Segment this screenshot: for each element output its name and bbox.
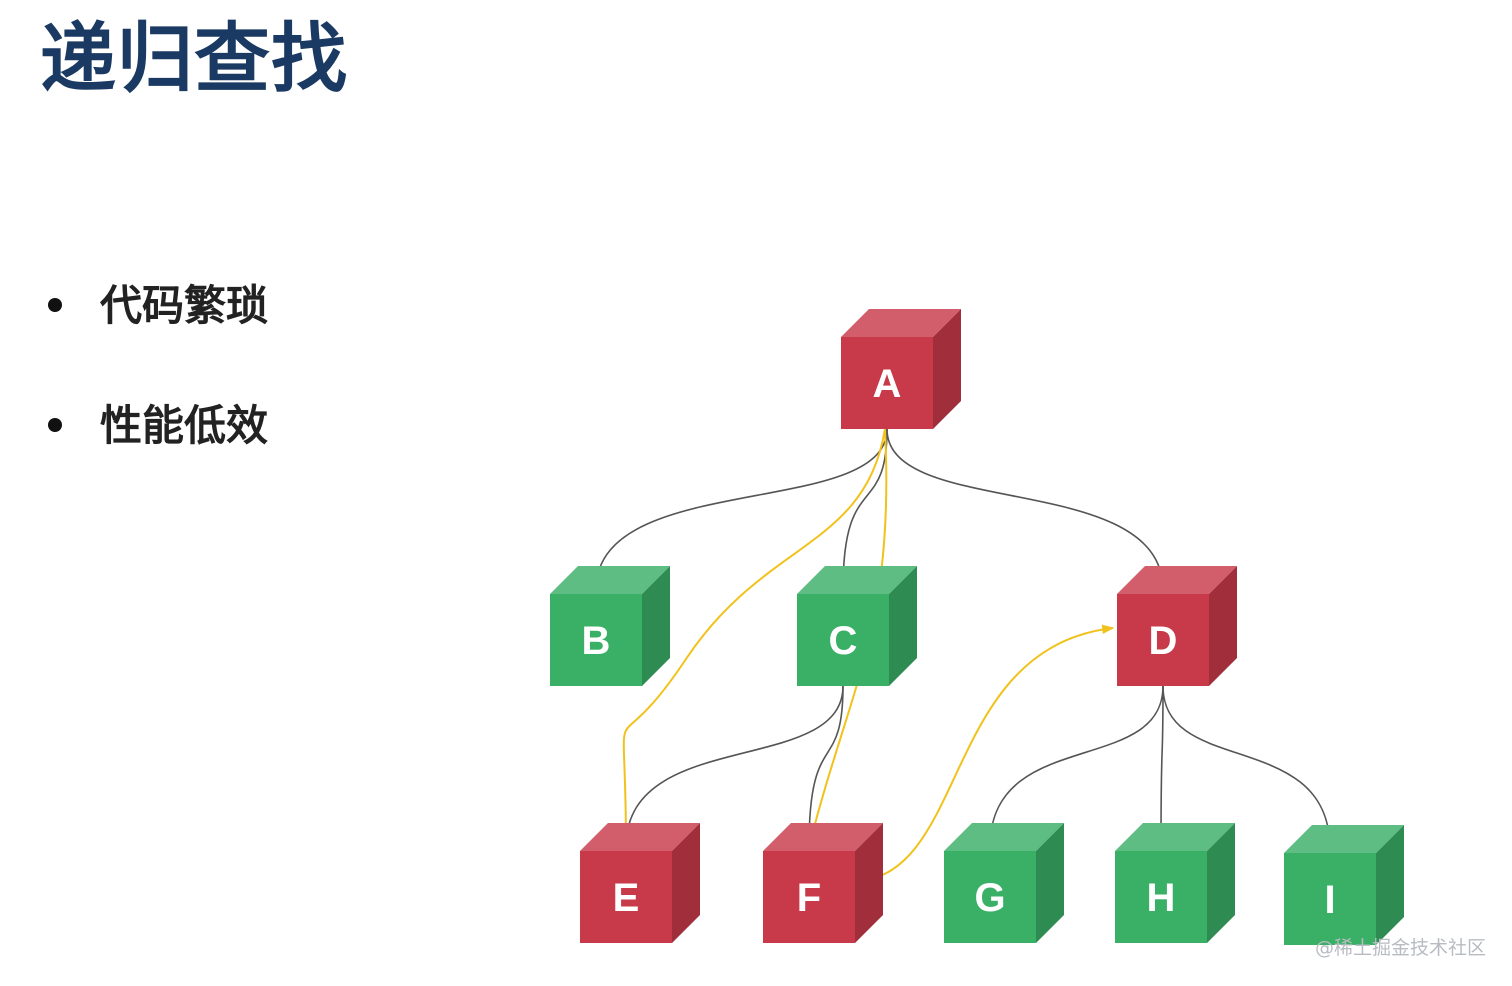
cube-side-face xyxy=(672,823,700,943)
tree-edge-a-b xyxy=(592,428,888,591)
cube-front-face xyxy=(580,851,672,943)
cube-side-face xyxy=(1036,823,1064,943)
tree-edge-c-e xyxy=(622,685,844,848)
tree-edge-d-i xyxy=(1162,685,1334,850)
tree-edge-a-c xyxy=(839,428,888,591)
cube-top-face xyxy=(580,823,700,851)
bullet-text: 性能低效 xyxy=(100,401,269,450)
cube-front-face xyxy=(550,594,642,686)
tree-edges xyxy=(592,428,1334,850)
bullet-list: 代码繁琐 性能低效 xyxy=(44,276,268,516)
cube-front-face xyxy=(1284,853,1376,945)
node-label: A xyxy=(873,362,902,406)
cube-top-face xyxy=(1284,825,1404,853)
bullet-dot-icon xyxy=(48,298,62,312)
cube-side-face xyxy=(1207,823,1235,943)
cube-top-face xyxy=(841,309,961,337)
cube-top-face xyxy=(944,823,1064,851)
node-label: B xyxy=(582,619,611,663)
node-i: I xyxy=(1284,825,1404,945)
cube-top-face xyxy=(797,566,917,594)
node-h: H xyxy=(1115,823,1235,943)
cube-front-face xyxy=(763,851,855,943)
bullet-dot-icon xyxy=(48,418,62,432)
node-b: B xyxy=(550,566,670,686)
cube-side-face xyxy=(1209,566,1237,686)
node-e: E xyxy=(580,823,700,943)
cube-side-face xyxy=(855,823,883,943)
tree-edge-d-g xyxy=(986,685,1164,848)
node-a: A xyxy=(841,309,961,429)
node-f: F xyxy=(763,823,883,943)
slide-title: 递归查找 xyxy=(40,14,348,103)
cube-front-face xyxy=(1115,851,1207,943)
node-g: G xyxy=(944,823,1064,943)
bullet-item: 代码繁琐 xyxy=(44,276,268,336)
tree-nodes: A B C D E F G H I xyxy=(550,309,1404,945)
tree-edge-c-f xyxy=(805,685,844,848)
node-label: E xyxy=(613,876,640,920)
cube-side-face xyxy=(642,566,670,686)
bullet-text: 代码繁琐 xyxy=(100,281,269,330)
cube-side-face xyxy=(933,309,961,429)
cube-top-face xyxy=(763,823,883,851)
node-label: I xyxy=(1324,878,1335,922)
cube-top-face xyxy=(1117,566,1237,594)
node-label: H xyxy=(1147,876,1176,920)
search-path-a-e xyxy=(621,428,886,849)
tree-edge-d-h xyxy=(1157,685,1165,848)
node-label: F xyxy=(797,876,821,920)
cube-top-face xyxy=(1115,823,1235,851)
cube-side-face xyxy=(889,566,917,686)
bullet-item: 性能低效 xyxy=(44,396,268,456)
cube-front-face xyxy=(797,594,889,686)
tree-edge-a-d xyxy=(886,428,1167,591)
node-c: C xyxy=(797,566,917,686)
node-label: D xyxy=(1149,619,1178,663)
search-path-f-d xyxy=(858,624,1115,882)
cube-side-face xyxy=(1376,825,1404,945)
node-d: D xyxy=(1117,566,1237,686)
node-label: C xyxy=(829,619,858,663)
node-label: G xyxy=(974,876,1005,920)
cube-front-face xyxy=(1117,594,1209,686)
cube-front-face xyxy=(944,851,1036,943)
cube-top-face xyxy=(550,566,670,594)
cube-front-face xyxy=(841,337,933,429)
watermark: @稀土掘金技术社区 xyxy=(1314,937,1486,959)
